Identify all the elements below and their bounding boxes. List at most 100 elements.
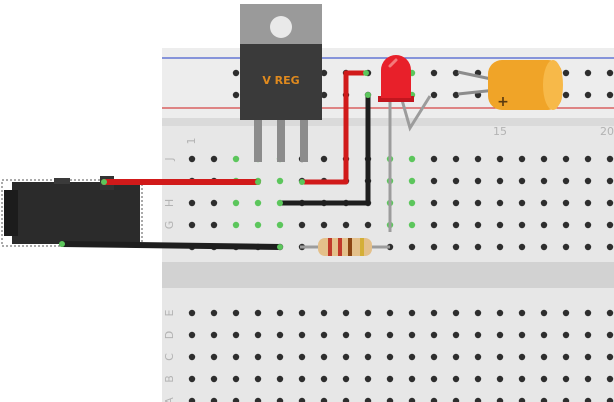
breadboard-hole[interactable] bbox=[320, 69, 328, 77]
led[interactable] bbox=[378, 55, 432, 232]
breadboard-hole[interactable] bbox=[430, 309, 438, 317]
breadboard-hole[interactable] bbox=[496, 397, 504, 402]
breadboard-hole[interactable] bbox=[452, 69, 460, 77]
breadboard-hole[interactable] bbox=[188, 221, 196, 229]
breadboard-hole[interactable] bbox=[254, 331, 262, 339]
breadboard-hole[interactable] bbox=[320, 309, 328, 317]
breadboard-hole[interactable] bbox=[606, 397, 614, 402]
breadboard-hole[interactable] bbox=[496, 221, 504, 229]
breadboard-hole[interactable] bbox=[364, 375, 372, 383]
breadboard-hole[interactable] bbox=[606, 375, 614, 383]
breadboard-hole[interactable] bbox=[562, 331, 570, 339]
breadboard-hole[interactable] bbox=[474, 353, 482, 361]
breadboard-hole[interactable] bbox=[342, 331, 350, 339]
breadboard-hole[interactable] bbox=[452, 155, 460, 163]
breadboard-hole[interactable] bbox=[474, 331, 482, 339]
breadboard-hole[interactable] bbox=[606, 353, 614, 361]
breadboard-hole[interactable] bbox=[408, 331, 416, 339]
breadboard-hole[interactable] bbox=[606, 243, 614, 251]
breadboard-hole[interactable] bbox=[254, 309, 262, 317]
breadboard-hole[interactable] bbox=[584, 397, 592, 402]
breadboard-hole[interactable] bbox=[540, 177, 548, 185]
breadboard-hole[interactable] bbox=[210, 397, 218, 402]
breadboard-hole[interactable] bbox=[232, 309, 240, 317]
breadboard-hole[interactable] bbox=[386, 309, 394, 317]
breadboard-hole[interactable] bbox=[452, 331, 460, 339]
breadboard-hole[interactable] bbox=[320, 331, 328, 339]
breadboard-hole[interactable] bbox=[518, 309, 526, 317]
breadboard-hole[interactable] bbox=[408, 375, 416, 383]
breadboard-hole[interactable] bbox=[210, 309, 218, 317]
breadboard-hole[interactable] bbox=[452, 91, 460, 99]
breadboard-hole[interactable] bbox=[430, 353, 438, 361]
breadboard-hole[interactable] bbox=[606, 221, 614, 229]
breadboard-hole[interactable] bbox=[496, 243, 504, 251]
breadboard-hole[interactable] bbox=[584, 375, 592, 383]
breadboard-hole[interactable] bbox=[452, 353, 460, 361]
breadboard-hole[interactable] bbox=[188, 309, 196, 317]
breadboard-hole[interactable] bbox=[254, 375, 262, 383]
breadboard-hole[interactable] bbox=[606, 199, 614, 207]
breadboard-hole[interactable] bbox=[298, 221, 306, 229]
breadboard-hole[interactable] bbox=[540, 353, 548, 361]
breadboard-hole[interactable] bbox=[210, 155, 218, 163]
breadboard-hole[interactable] bbox=[584, 91, 592, 99]
breadboard-hole[interactable] bbox=[452, 309, 460, 317]
breadboard-hole-connected[interactable] bbox=[232, 199, 240, 207]
breadboard-hole[interactable] bbox=[232, 91, 240, 99]
breadboard-hole[interactable] bbox=[452, 397, 460, 402]
breadboard-hole[interactable] bbox=[496, 155, 504, 163]
breadboard-hole[interactable] bbox=[254, 353, 262, 361]
breadboard-hole[interactable] bbox=[518, 397, 526, 402]
breadboard-hole[interactable] bbox=[342, 397, 350, 402]
breadboard-hole[interactable] bbox=[562, 243, 570, 251]
breadboard-hole[interactable] bbox=[518, 155, 526, 163]
breadboard-hole[interactable] bbox=[320, 221, 328, 229]
breadboard-hole[interactable] bbox=[188, 155, 196, 163]
breadboard-hole[interactable] bbox=[474, 243, 482, 251]
breadboard-hole[interactable] bbox=[606, 91, 614, 99]
breadboard-hole[interactable] bbox=[298, 375, 306, 383]
breadboard-hole[interactable] bbox=[342, 375, 350, 383]
breadboard-hole-connected[interactable] bbox=[408, 155, 416, 163]
resistor[interactable] bbox=[300, 238, 390, 256]
breadboard-hole[interactable] bbox=[540, 331, 548, 339]
breadboard-hole[interactable] bbox=[430, 155, 438, 163]
breadboard-hole-connected[interactable] bbox=[254, 199, 262, 207]
breadboard-hole[interactable] bbox=[210, 221, 218, 229]
breadboard-hole[interactable] bbox=[540, 155, 548, 163]
breadboard-hole[interactable] bbox=[364, 397, 372, 402]
breadboard-hole[interactable] bbox=[540, 243, 548, 251]
breadboard-hole[interactable] bbox=[430, 177, 438, 185]
breadboard-hole[interactable] bbox=[430, 69, 438, 77]
breadboard-hole[interactable] bbox=[232, 331, 240, 339]
breadboard-hole[interactable] bbox=[540, 397, 548, 402]
breadboard-hole[interactable] bbox=[276, 375, 284, 383]
breadboard-hole[interactable] bbox=[518, 353, 526, 361]
breadboard-hole[interactable] bbox=[562, 221, 570, 229]
breadboard-hole[interactable] bbox=[562, 199, 570, 207]
breadboard-hole[interactable] bbox=[210, 199, 218, 207]
breadboard-hole[interactable] bbox=[562, 353, 570, 361]
breadboard-hole[interactable] bbox=[562, 91, 570, 99]
breadboard-hole[interactable] bbox=[584, 221, 592, 229]
breadboard-hole[interactable] bbox=[320, 353, 328, 361]
breadboard-hole[interactable] bbox=[320, 375, 328, 383]
breadboard-hole[interactable] bbox=[496, 353, 504, 361]
breadboard-hole[interactable] bbox=[474, 397, 482, 402]
breadboard-hole[interactable] bbox=[518, 199, 526, 207]
breadboard-hole[interactable] bbox=[430, 397, 438, 402]
breadboard-hole[interactable] bbox=[408, 353, 416, 361]
breadboard-hole[interactable] bbox=[188, 375, 196, 383]
breadboard-hole[interactable] bbox=[606, 69, 614, 77]
breadboard-hole[interactable] bbox=[232, 69, 240, 77]
breadboard-hole[interactable] bbox=[342, 353, 350, 361]
breadboard-hole[interactable] bbox=[584, 309, 592, 317]
breadboard-hole-connected[interactable] bbox=[408, 177, 416, 185]
breadboard-hole[interactable] bbox=[408, 243, 416, 251]
breadboard-hole[interactable] bbox=[584, 177, 592, 185]
breadboard-hole[interactable] bbox=[518, 177, 526, 185]
breadboard-hole[interactable] bbox=[232, 397, 240, 402]
dc-barrel-jack[interactable] bbox=[1, 176, 143, 247]
breadboard-hole-connected[interactable] bbox=[276, 177, 284, 185]
